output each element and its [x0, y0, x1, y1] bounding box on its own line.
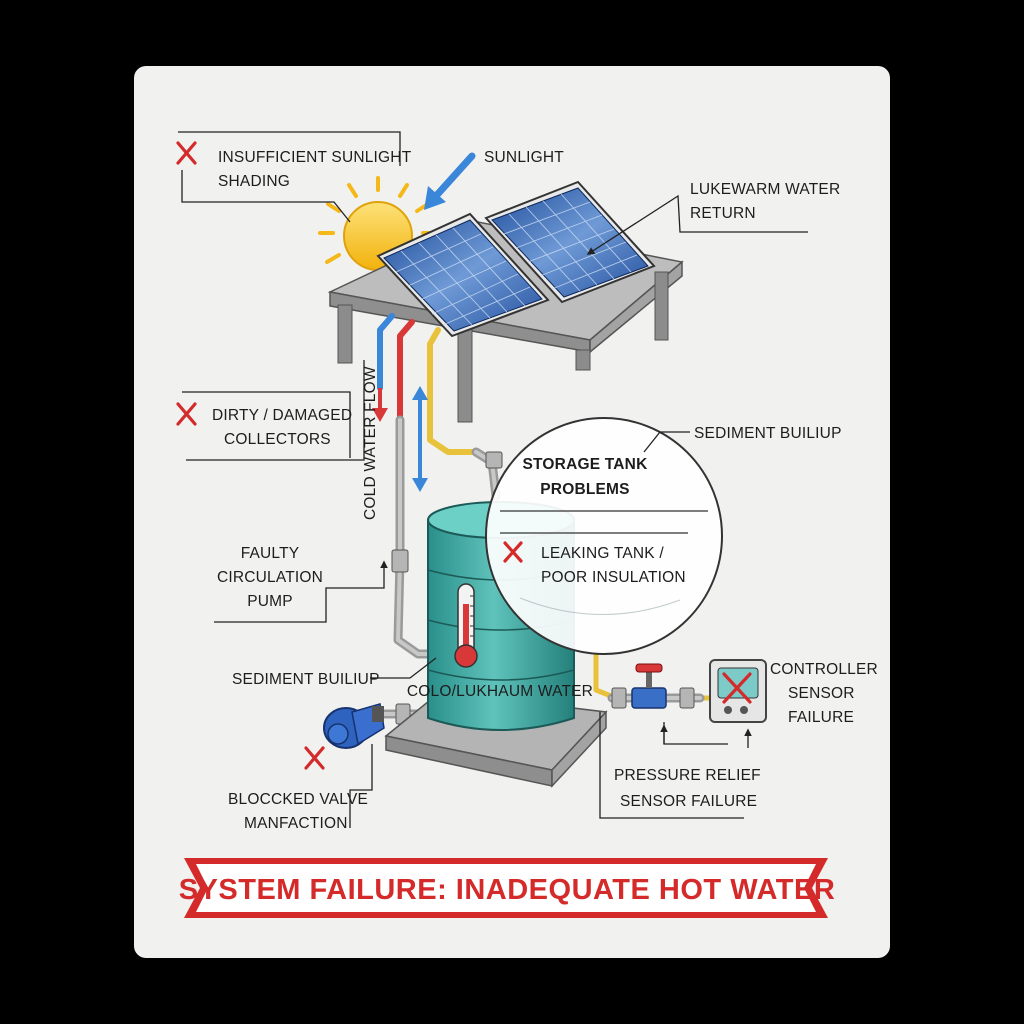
pressure-relief-label-1: PRESSURE RELIEF — [614, 767, 761, 784]
storage-tank-callout — [485, 417, 723, 655]
lukewarm-return-label-1: LUKEWARM WATER — [690, 181, 840, 198]
sediment-buildup-bottom-label: SEDIMENT BUILIUP — [232, 671, 380, 688]
thermometer-icon — [454, 583, 478, 668]
pressure-relief-label-2: SENSOR FAILURE — [620, 793, 757, 810]
insufficient-sunlight-x-icon — [176, 141, 197, 165]
blocked-valve-leader — [349, 744, 373, 828]
pump-label-2: CIRCULATION — [217, 569, 323, 586]
blocked-valve-label-1: BLOCCKED VALVE — [228, 791, 368, 808]
solar-panel-right — [484, 180, 656, 304]
valve-icon — [631, 663, 667, 709]
controller-leader-1 — [663, 722, 728, 745]
cold-flow-arrow-icon — [372, 388, 388, 422]
sediment-buildup-bottom-leader — [370, 657, 437, 679]
controller-label-3: FAILURE — [788, 709, 854, 726]
blocked-valve-x-icon — [304, 746, 325, 770]
sunlight-arrow-icon — [424, 152, 476, 210]
failure-banner — [184, 858, 828, 918]
controller-label-2: SENSOR — [788, 685, 855, 702]
sediment-buildup-top-leader — [643, 431, 690, 453]
leaking-tank-x-icon — [503, 541, 523, 563]
callout-title-line-2: PROBLEMS — [540, 481, 629, 498]
leaking-tank-label-1: LEAKING TANK / — [541, 545, 664, 562]
cold-water-flow-label: COLD WATER FLOW — [362, 366, 379, 520]
callout-title-line-1: STORAGE TANK — [523, 456, 649, 473]
pump-leader — [214, 560, 388, 623]
blocked-valve-label-2: MANFACTION — [244, 815, 348, 832]
sunlight-label: SUNLIGHT — [484, 149, 564, 166]
circulation-pump-icon — [323, 703, 385, 749]
bidirectional-flow-arrow-icon — [412, 386, 428, 492]
pressure-relief-leader — [599, 712, 744, 819]
controller-failure-x-icon — [722, 672, 752, 704]
dirty-collectors-leader — [182, 360, 365, 461]
dirty-collectors-label-1: DIRTY / DAMAGED — [212, 407, 352, 424]
lukewarm-return-label-2: RETURN — [690, 205, 756, 222]
tank-water-label: COLO/LUKHAUM WATER — [407, 683, 593, 700]
insufficient-sunlight-leader — [178, 131, 401, 223]
controller-label-1: CONTROLLER — [770, 661, 878, 678]
sediment-buildup-top-label: SEDIMENT BUILIUP — [694, 425, 842, 442]
shading-label: SHADING — [218, 173, 290, 190]
pump-label-1: FAULTY — [241, 545, 300, 562]
pump-label-3: PUMP — [247, 593, 293, 610]
leaking-tank-label-2: POOR INSULATION — [541, 569, 686, 586]
lukewarm-return-leader — [586, 194, 808, 255]
solar-panel-left — [376, 212, 550, 338]
failure-banner-text: SYSTEM FAILURE: INADEQUATE HOT WATER — [179, 874, 836, 906]
dirty-collectors-x-icon — [176, 402, 197, 426]
dirty-collectors-label-2: COLLECTORS — [224, 431, 331, 448]
insufficient-sunlight-label: INSUFFICIENT SUNLIGHT — [218, 149, 412, 166]
